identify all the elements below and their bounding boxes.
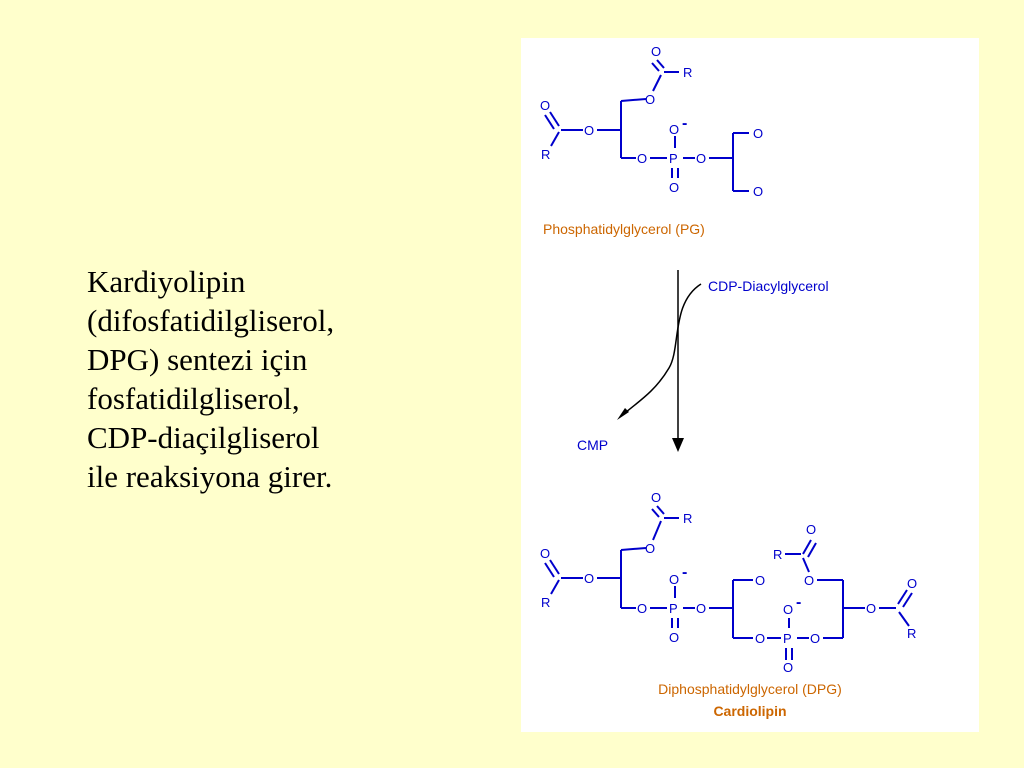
dpg-bond bbox=[802, 539, 812, 555]
dpg-atom: O bbox=[804, 573, 814, 588]
pg-atom: O bbox=[637, 151, 647, 166]
text-line: (difosfatidilgliserol, bbox=[87, 303, 335, 338]
pg-caption: Phosphatidylglycerol (PG) bbox=[543, 221, 705, 237]
text-line: fosfatidilgliserol, bbox=[87, 381, 300, 416]
dpg-atom: O bbox=[806, 522, 816, 537]
figure-panel: O R O O O R O - O P O O O O Phosphatidyl… bbox=[521, 38, 979, 732]
dpg-atom: R bbox=[773, 547, 782, 562]
dpg-bond bbox=[620, 547, 647, 551]
pg-atom: P bbox=[669, 151, 678, 166]
reaction-diagram: O R O O O R O - O P O O O O Phosphatidyl… bbox=[540, 44, 917, 719]
dpg-atom: P bbox=[783, 631, 792, 646]
text-line: Kardiyolipin bbox=[87, 264, 246, 299]
dpg-bond bbox=[902, 592, 913, 608]
byproduct-label: CMP bbox=[577, 437, 608, 453]
dpg-atom: O bbox=[540, 546, 550, 561]
pg-atom: O bbox=[669, 180, 679, 195]
side-arrow-head bbox=[617, 408, 629, 420]
side-arrow bbox=[620, 283, 702, 417]
dpg-atom: O bbox=[637, 601, 647, 616]
dpg-bond bbox=[898, 611, 910, 627]
dpg-structure bbox=[544, 505, 913, 660]
pg-charge: - bbox=[682, 115, 687, 132]
dpg-atom: O bbox=[755, 573, 765, 588]
dpg-atom: O bbox=[669, 630, 679, 645]
dpg-atom: R bbox=[907, 626, 916, 641]
pg-atom: O bbox=[540, 98, 550, 113]
dpg-atom: O bbox=[645, 541, 655, 556]
dpg-bond bbox=[802, 557, 810, 573]
pg-atom: O bbox=[696, 151, 706, 166]
dpg-bond bbox=[656, 505, 665, 515]
pg-structure bbox=[544, 59, 749, 192]
dpg-atom: O bbox=[696, 601, 706, 616]
pg-bond bbox=[544, 114, 555, 130]
dpg-atom: R bbox=[683, 511, 692, 526]
text-line: DPG) sentezi için bbox=[87, 342, 308, 377]
text-line: CDP-diaçilgliserol bbox=[87, 420, 320, 455]
dpg-charge: - bbox=[682, 564, 687, 581]
dpg-atom: O bbox=[810, 631, 820, 646]
slide-text: Kardiyolipin (difosfatidilgliserol, DPG)… bbox=[87, 262, 507, 496]
pg-atom: O bbox=[753, 126, 763, 141]
dpg-bond bbox=[652, 520, 662, 541]
dpg-atom: O bbox=[584, 571, 594, 586]
dpg-atom: P bbox=[669, 601, 678, 616]
pg-bond bbox=[549, 111, 560, 127]
dpg-atom: O bbox=[866, 601, 876, 616]
dpg-atom: R bbox=[541, 595, 550, 610]
pg-bond bbox=[620, 98, 647, 102]
pg-bond bbox=[651, 62, 660, 72]
dpg-bond bbox=[807, 542, 817, 558]
pg-atom: O bbox=[669, 122, 679, 137]
dpg-atom: O bbox=[669, 572, 679, 587]
dpg-atoms: O R O O O R O - O P O O O O O - P O O O … bbox=[540, 490, 917, 675]
pg-atom: O bbox=[645, 92, 655, 107]
dpg-charge: - bbox=[796, 594, 801, 611]
dpg-atom: O bbox=[907, 576, 917, 591]
dpg-bond bbox=[549, 559, 560, 575]
main-arrow-head bbox=[672, 438, 684, 452]
reagent-label: CDP-Diacylglycerol bbox=[708, 278, 829, 294]
reaction-arrows bbox=[617, 270, 702, 452]
pg-atom: R bbox=[541, 147, 550, 162]
dpg-bond bbox=[550, 579, 560, 595]
pg-atom: O bbox=[651, 44, 661, 59]
dpg-bond bbox=[544, 562, 555, 578]
dpg-bond bbox=[897, 589, 908, 605]
dpg-subcaption: Cardiolipin bbox=[713, 703, 786, 719]
pg-atoms: O R O O O R O - O P O O O O bbox=[540, 44, 763, 199]
pg-bond bbox=[652, 74, 662, 92]
dpg-atom: O bbox=[755, 631, 765, 646]
pg-atom: O bbox=[753, 184, 763, 199]
text-line: ile reaksiyona girer. bbox=[87, 459, 333, 494]
pg-atom: O bbox=[584, 123, 594, 138]
dpg-bond bbox=[651, 508, 660, 518]
dpg-atom: O bbox=[651, 490, 661, 505]
pg-bond bbox=[656, 59, 665, 69]
dpg-atom: O bbox=[783, 602, 793, 617]
pg-atom: R bbox=[683, 65, 692, 80]
pg-bond bbox=[550, 131, 560, 147]
dpg-caption: Diphosphatidylglycerol (DPG) bbox=[658, 681, 842, 697]
dpg-atom: O bbox=[783, 660, 793, 675]
